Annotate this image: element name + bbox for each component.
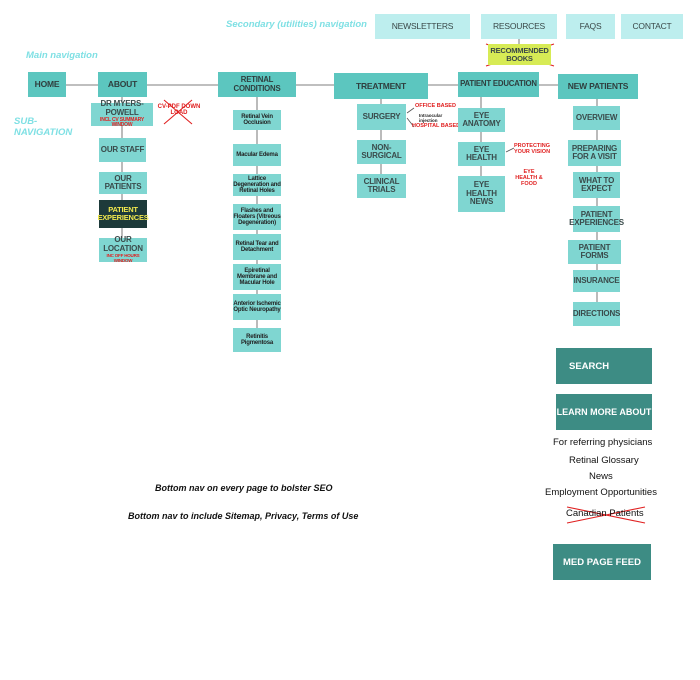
- retinitis-pigmentosa[interactable]: Retinitis Pigmentosa: [233, 328, 281, 352]
- main-nav-label: Main navigation: [26, 50, 98, 61]
- eye-health-food-note: EYE HEALTH & FOOD: [515, 169, 543, 187]
- nav-new-patients[interactable]: NEW PATIENTS: [558, 74, 638, 99]
- retinal-tear-detachment[interactable]: Retinal Tear and Detachment: [233, 234, 281, 260]
- secondary-nav-label: Secondary (utilities) navigation: [226, 19, 367, 30]
- link-employment[interactable]: Employment Opportunities: [545, 487, 657, 498]
- about-patient-experiences[interactable]: PATIENT EXPERIENCES: [97, 200, 149, 228]
- np-what-to-expect[interactable]: WHAT TO EXPECT: [573, 172, 620, 198]
- about-our-location[interactable]: OUR LOCATION INC OFF HOURS WINDOW: [99, 235, 147, 263]
- bottom-nav-note-1: Bottom nav on every page to bolster SEO: [155, 483, 333, 493]
- protecting-vision-note: PROTECTING YOUR VISION: [514, 143, 551, 155]
- np-overview[interactable]: OVERVIEW: [573, 106, 620, 130]
- treatment-non-surgical[interactable]: NON-SURGICAL: [357, 140, 406, 164]
- treatment-surgery[interactable]: SURGERY: [357, 104, 406, 130]
- dr-label: DR MYERS-POWELL: [100, 99, 144, 117]
- lattice-degeneration[interactable]: Lattice Degeneration and Retinal Holes: [233, 174, 281, 196]
- link-retinal-glossary[interactable]: Retinal Glossary: [569, 455, 639, 466]
- office-based-note: OFFICE BASED: [415, 103, 456, 109]
- edu-eye-anatomy[interactable]: EYE ANATOMY: [458, 108, 505, 132]
- np-patient-forms[interactable]: PATIENT FORMS: [568, 240, 621, 264]
- dr-note: INCL CV SUMMARY WINDOW: [100, 117, 144, 129]
- nav-retinal-conditions[interactable]: RETINAL CONDITIONS: [218, 72, 296, 97]
- np-patient-experiences[interactable]: PATIENT EXPERIENCES: [569, 206, 624, 232]
- link-canadian-patients[interactable]: Canadian Patients: [566, 508, 644, 519]
- util-newsletters[interactable]: NEWSLETTERS: [375, 14, 470, 39]
- intraocular-injection-note: Intraocular injection: [419, 113, 443, 123]
- epiretinal-membrane[interactable]: Epiretinal Membrane and Macular Hole: [233, 264, 281, 290]
- util-faqs[interactable]: FAQS: [566, 14, 615, 39]
- macular-edema[interactable]: Macular Edema: [233, 144, 281, 166]
- nav-home[interactable]: HOME: [28, 72, 66, 97]
- edu-eye-health[interactable]: EYE HEALTH: [458, 142, 505, 166]
- about-our-patients[interactable]: OUR PATIENTS: [99, 172, 147, 194]
- nav-treatment[interactable]: TREATMENT: [334, 73, 428, 99]
- retinal-vein-occlusion[interactable]: Retinal Vein Occlusion: [233, 110, 281, 130]
- sub-nav-label: SUB- NAVIGATION: [14, 116, 73, 139]
- location-label: OUR LOCATION: [103, 235, 143, 253]
- link-news[interactable]: News: [589, 471, 613, 482]
- med-page-feed-button[interactable]: MED PAGE FEED: [553, 544, 651, 580]
- about-our-staff[interactable]: OUR STAFF: [99, 138, 146, 162]
- anterior-ischemic-optic-neuropathy[interactable]: Anterior Ischemic Optic Neuropathy: [233, 294, 281, 320]
- search-button[interactable]: SEARCH: [556, 348, 652, 384]
- nav-patient-education[interactable]: PATIENT EDUCATION: [458, 72, 539, 97]
- treatment-clinical-trials[interactable]: CLINICAL TRIALS: [357, 174, 406, 198]
- util-resources[interactable]: RESOURCES: [481, 14, 557, 39]
- flashes-and-floaters[interactable]: Flashes and Floaters (Vitreous Degenerat…: [233, 204, 281, 230]
- cv-download-note: CV-PDF DOWN LOAD: [157, 104, 201, 117]
- np-preparing-for-visit[interactable]: PREPARING FOR A VISIT: [568, 140, 621, 166]
- hospital-based-note: HOSPITAL BASED: [412, 123, 461, 129]
- about-dr-myers-powell[interactable]: DR MYERS-POWELL INCL CV SUMMARY WINDOW: [91, 99, 153, 129]
- location-note: INC OFF HOURS WINDOW: [106, 253, 140, 263]
- nav-about[interactable]: ABOUT: [98, 72, 147, 97]
- np-directions[interactable]: DIRECTIONS: [573, 302, 620, 326]
- recommended-books[interactable]: RECOMMENDED BOOKS: [488, 44, 551, 65]
- learn-more-button[interactable]: LEARN MORE ABOUT: [556, 394, 652, 430]
- util-contact[interactable]: CONTACT: [621, 14, 683, 39]
- bottom-nav-note-2: Bottom nav to include Sitemap, Privacy, …: [128, 511, 359, 521]
- link-referring-physicians[interactable]: For referring physicians: [553, 437, 653, 448]
- np-insurance[interactable]: INSURANCE: [573, 270, 620, 292]
- edu-eye-health-news[interactable]: EYE HEALTH NEWS: [458, 176, 505, 212]
